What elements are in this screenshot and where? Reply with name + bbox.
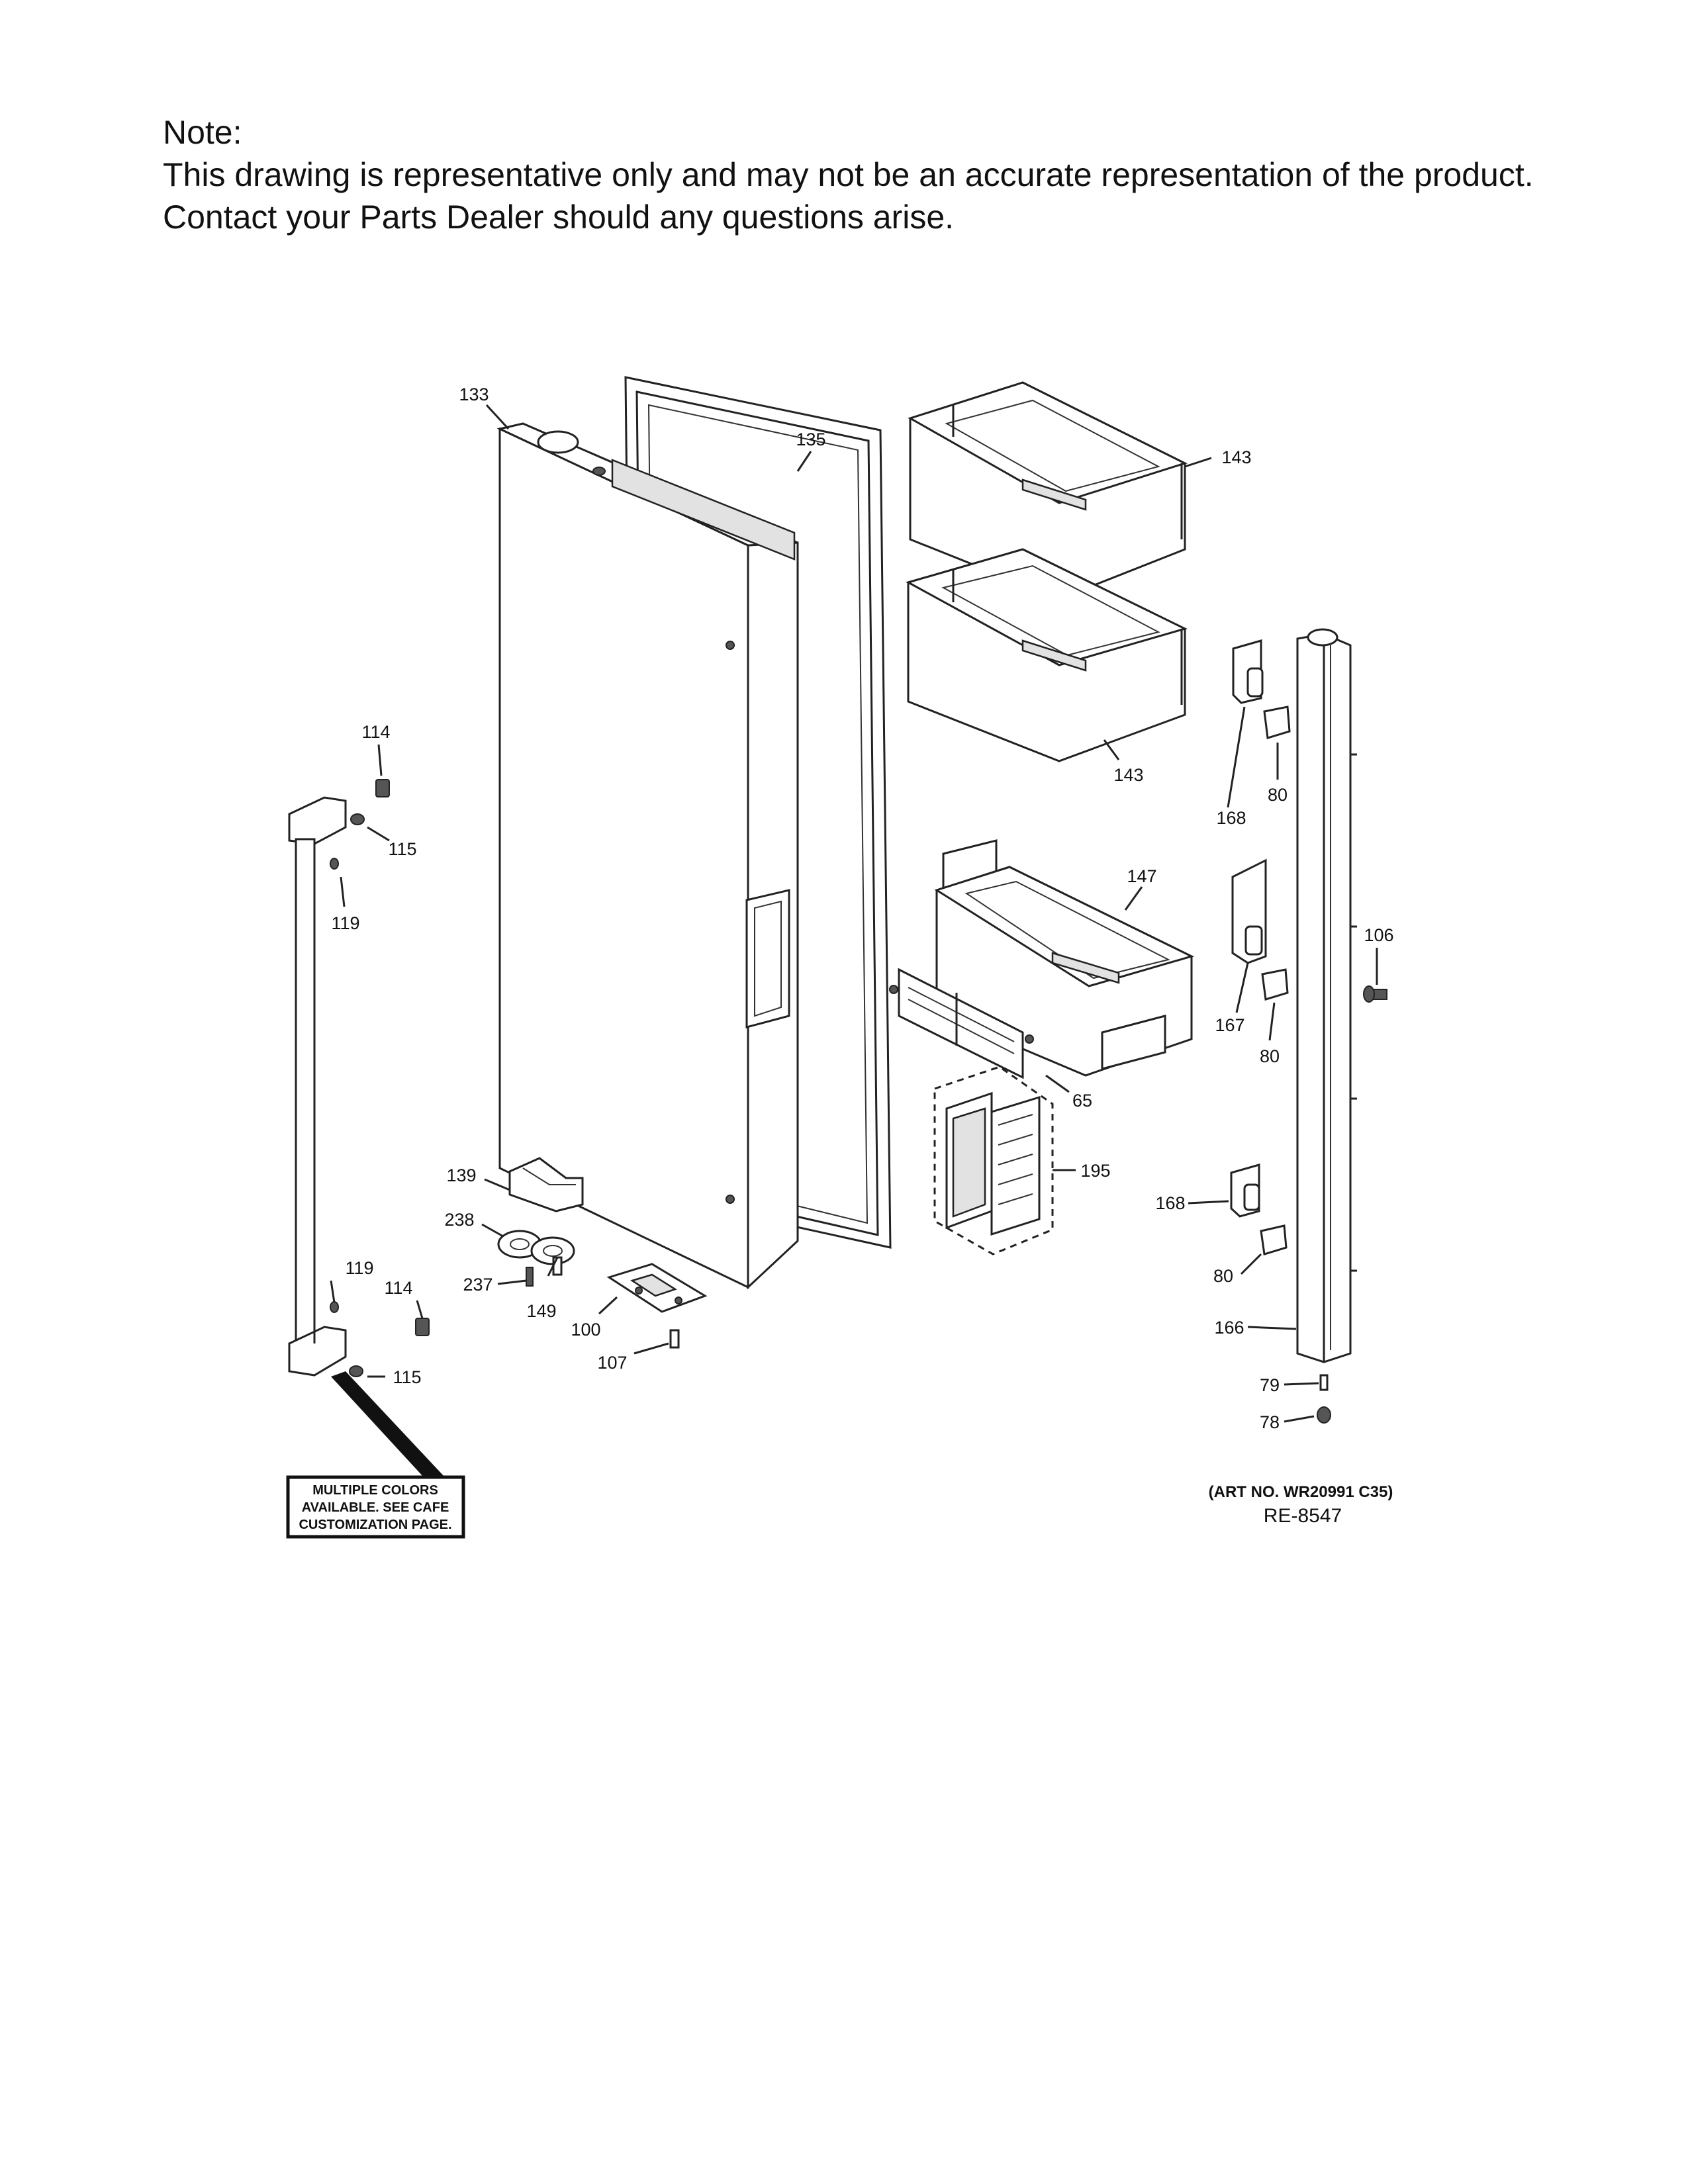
callout-168-top: 168	[1216, 808, 1246, 828]
control-board-assembly	[933, 1066, 1054, 1255]
door-handle	[288, 796, 445, 1477]
callout-115-top: 115	[388, 839, 416, 859]
callout-139: 139	[446, 1165, 476, 1185]
bin-front-trim	[889, 968, 1034, 1079]
hinge-caps	[1260, 705, 1291, 1255]
callout-147: 147	[1127, 866, 1156, 886]
callout-80-top: 80	[1268, 785, 1288, 805]
callout-168-bottom: 168	[1155, 1193, 1185, 1213]
callout-80-bottom: 80	[1213, 1266, 1233, 1286]
callout-238: 238	[444, 1210, 474, 1230]
color-box-line-3: CUSTOMIZATION PAGE.	[299, 1518, 451, 1532]
trim-screws	[1317, 985, 1387, 1424]
door-bin-lower	[906, 548, 1188, 762]
callout-labels: 133 135 143 143 114 115 119 168 80 147 1…	[331, 385, 1393, 1432]
callout-79: 79	[1260, 1375, 1280, 1395]
callout-114-bottom: 114	[384, 1278, 412, 1298]
color-box-line-2: AVAILABLE. SEE CAFE	[302, 1500, 449, 1515]
callout-80-middle: 80	[1260, 1046, 1280, 1066]
callout-119-top: 119	[331, 913, 359, 933]
callout-149: 149	[526, 1301, 556, 1321]
door-hinges	[1230, 639, 1267, 1218]
callout-78: 78	[1260, 1412, 1280, 1432]
callout-107: 107	[597, 1353, 627, 1373]
hinge-bracket	[606, 1263, 708, 1349]
door-hinge-parts	[497, 1157, 584, 1287]
callout-133: 133	[459, 385, 489, 404]
color-box-line-1: MULTIPLE COLORS	[312, 1483, 438, 1498]
art-number: (ART NO. WR20991 C35)	[1209, 1483, 1393, 1501]
door-side-trim	[1296, 628, 1357, 1363]
leader-lines	[330, 404, 1378, 1423]
reference-code: RE-8547	[1264, 1505, 1342, 1527]
disclaimer-note: Note: This drawing is representative onl…	[163, 111, 1534, 238]
callout-100: 100	[571, 1320, 600, 1340]
callout-135: 135	[796, 430, 825, 449]
note-line-contact: Contact your Parts Dealer should any que…	[163, 199, 955, 236]
callout-106: 106	[1364, 925, 1393, 945]
callout-114-top: 114	[361, 722, 390, 742]
callout-115-bottom: 115	[393, 1367, 421, 1387]
callout-167: 167	[1215, 1015, 1244, 1035]
callout-119-bottom: 119	[345, 1258, 373, 1278]
callout-166: 166	[1214, 1318, 1244, 1338]
note-heading: Note:	[163, 114, 242, 151]
note-line-representative: This drawing is representative only and …	[163, 156, 1534, 193]
callout-65: 65	[1072, 1091, 1092, 1111]
callout-143-lower: 143	[1113, 765, 1143, 785]
door-bin-upper	[908, 381, 1188, 600]
color-options-box: MULTIPLE COLORS AVAILABLE. SEE CAFE CUST…	[286, 1475, 465, 1539]
callout-237: 237	[463, 1275, 492, 1295]
callout-143-upper: 143	[1221, 447, 1251, 467]
callout-195: 195	[1080, 1161, 1110, 1181]
door-panel	[496, 422, 799, 1290]
handle-fasteners	[330, 779, 430, 1377]
